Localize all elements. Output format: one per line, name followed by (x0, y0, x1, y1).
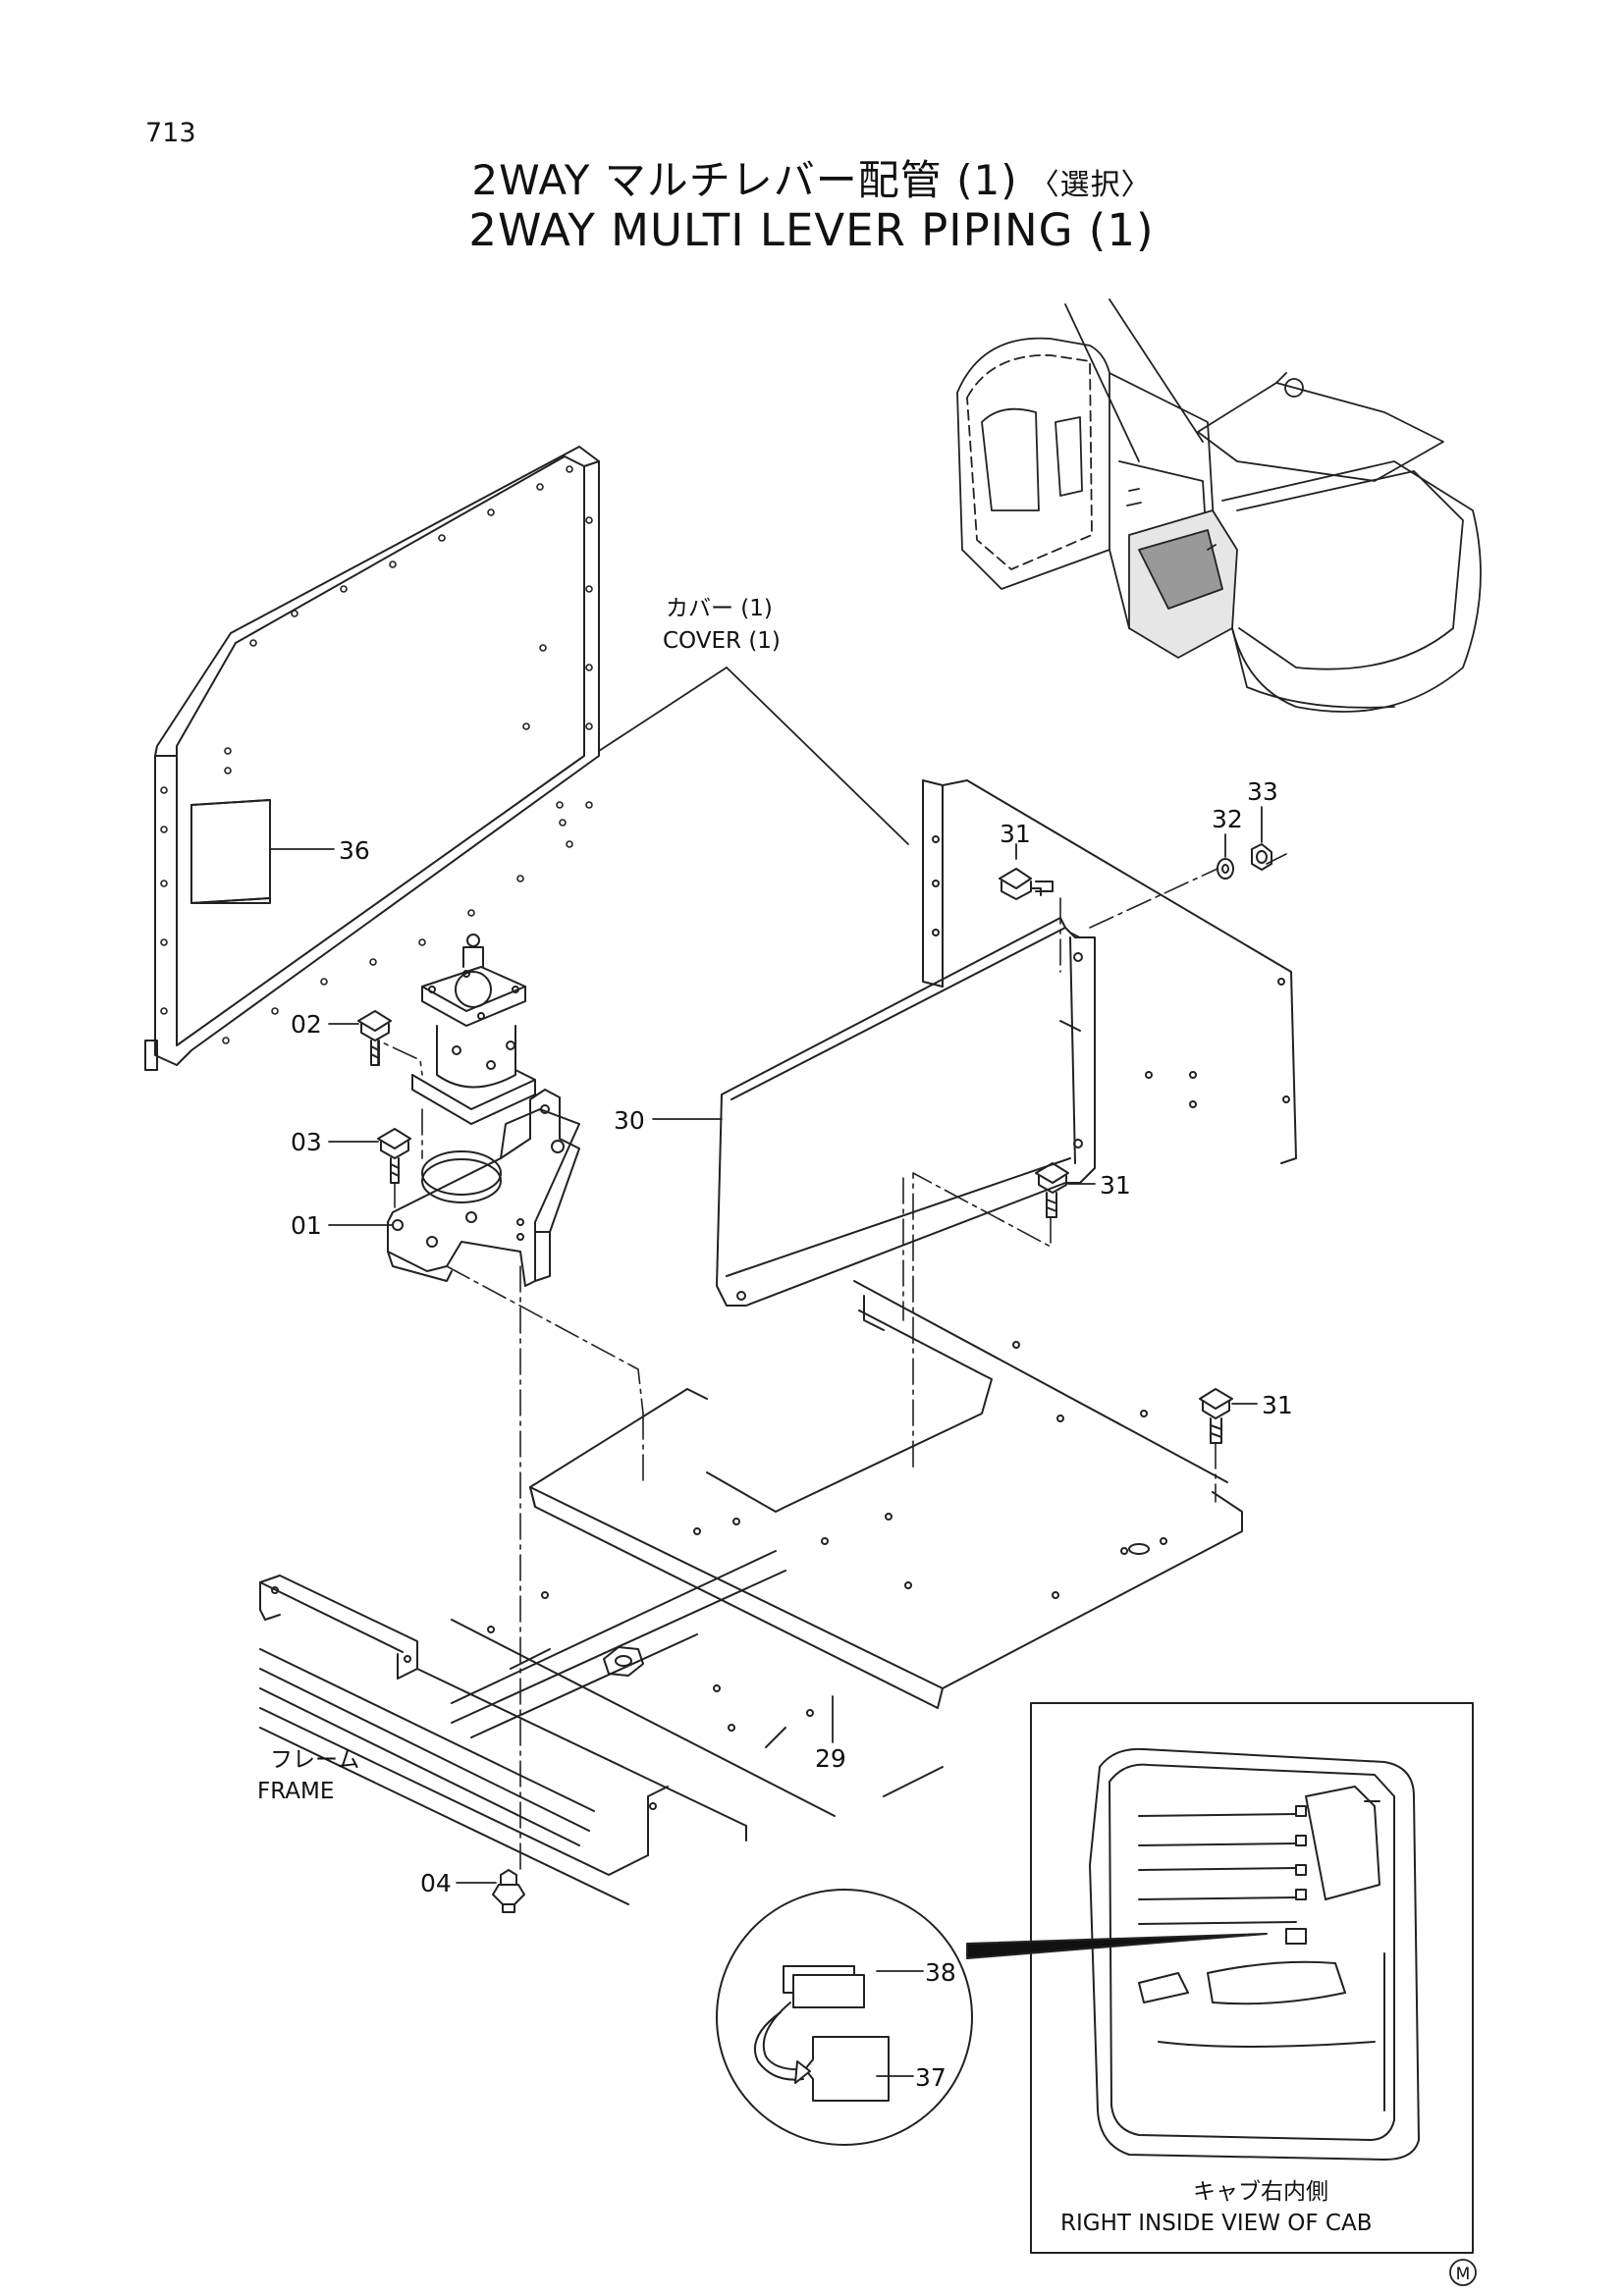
part-number-31-upper: 31 (1000, 820, 1031, 848)
part-number-33: 33 (1247, 777, 1278, 806)
floor-plate-29 (529, 1280, 1243, 1709)
bracket-plate-30 (716, 917, 1096, 1307)
part-number-38: 38 (925, 1958, 956, 1987)
cab-leader-wedge (966, 1933, 1268, 1959)
page-number: 713 (145, 118, 196, 148)
mark-symbol: M (1449, 2259, 1477, 2286)
part-number-37: 37 (915, 2063, 947, 2092)
title-japanese: 2WAY マルチレバー配管 (1) 〈選択〉 (0, 147, 1623, 207)
part-number-01: 01 (291, 1211, 322, 1240)
excavator-location-view (956, 298, 1482, 713)
nut-33 (1251, 843, 1272, 871)
title-japanese-text: 2WAY マルチレバー配管 (1) (471, 156, 1018, 204)
frame-rails (259, 1550, 944, 1905)
label-36 (190, 799, 271, 904)
cover-panel-right (922, 779, 1297, 1164)
bolt-03 (377, 1128, 411, 1184)
part-number-02: 02 (291, 1010, 322, 1039)
pilot-valve-assembly (411, 934, 536, 1125)
bolt-31-upper (999, 868, 1054, 900)
frame-label-english: FRAME (257, 1779, 334, 1804)
mark-letter: M (1456, 2265, 1471, 2284)
cover-panel-holes (160, 465, 593, 1044)
title-english: 2WAY MULTI LEVER PIPING (1) (468, 204, 1155, 256)
part-number-36: 36 (339, 836, 370, 865)
part-number-labels: 02 03 01 04 30 29 31 31 31 32 33 36 38 3… (291, 777, 1293, 2092)
part-number-04: 04 (420, 1869, 452, 1897)
bolt-31-lower (1199, 1388, 1233, 1444)
part-number-31-lower: 31 (1262, 1391, 1293, 1419)
part-number-29: 29 (815, 1744, 846, 1773)
part-number-03: 03 (291, 1128, 322, 1156)
cover-label-japanese: カバー (1) (666, 596, 773, 621)
cover-label-english: COVER (1) (663, 628, 781, 654)
mounting-bracket-01 (387, 1089, 580, 1287)
title-japanese-suffix: 〈選択〉 (1029, 168, 1152, 202)
bolt-31-middle (1035, 1162, 1069, 1218)
bolt-02 (357, 1010, 392, 1066)
leader-lines (269, 667, 1263, 2077)
washer-32 (1217, 858, 1234, 880)
cover-panel-left (144, 446, 600, 1071)
cab-inset-frame (1030, 1702, 1474, 2254)
part-number-31-middle: 31 (1100, 1171, 1131, 1200)
frame-label-japanese: フレーム (270, 1747, 359, 1773)
descriptive-labels: カバー (1) COVER (1) フレーム FRAME キャブ右内側 RIGH… (257, 596, 1373, 2236)
cab-label-english: RIGHT INSIDE VIEW OF CAB (1060, 2211, 1373, 2236)
part-number-30: 30 (614, 1106, 645, 1135)
detail-circle (716, 1889, 973, 2146)
part-number-32: 32 (1212, 805, 1243, 833)
cab-label-japanese: キャブ右内側 (1193, 2179, 1328, 2205)
bolt-04 (492, 1869, 525, 1913)
assembly-lines (377, 853, 1287, 1871)
